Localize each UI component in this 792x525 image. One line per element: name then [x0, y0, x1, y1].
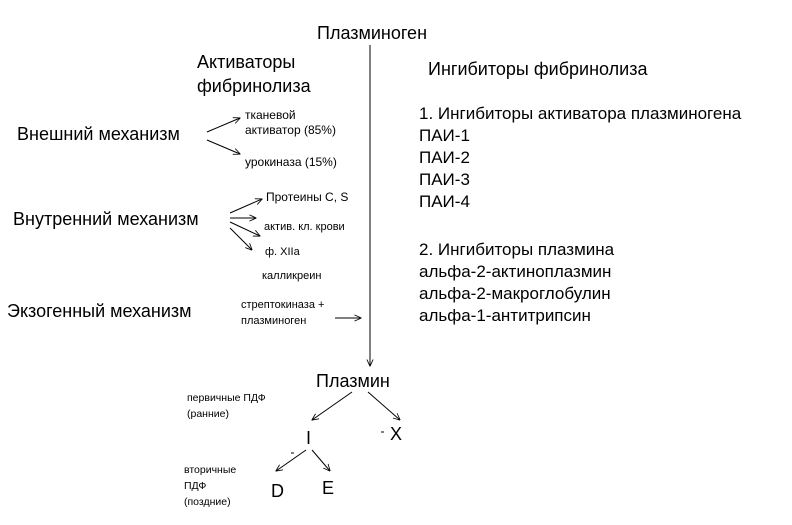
plasminogen-label: Плазминоген [317, 23, 428, 43]
inhibitors-heading: Ингибиторы фибринолиза [428, 59, 648, 79]
arrow-plasmin-to-x [367, 391, 400, 420]
node-i: I [306, 428, 312, 448]
inhibitors-group2-item: альфа-2-макроглобулин [419, 284, 611, 303]
inhibitors-group1-item: ПАИ-1 [419, 126, 470, 145]
external-item-activator: активатор (85%) [245, 123, 336, 137]
exogenous-item-streptokinase: стрептокиназа + [241, 299, 325, 311]
external-item-urokinase: урокиназа (15%) [245, 155, 337, 169]
arrow-internal-proteins [229, 199, 262, 214]
exogenous-mechanism-label: Экзогенный механизм [7, 301, 192, 321]
secondary-fdp-line2: ПДФ [184, 480, 207, 492]
secondary-fdp-line1: вторичные [184, 464, 237, 476]
internal-item-f12a: ф. XIIa [265, 246, 300, 258]
node-e: E [322, 478, 335, 498]
inhibitors-group1-item: ПАИ-4 [419, 192, 470, 211]
primary-fdp-line2: (ранние) [187, 408, 229, 420]
node-x: X [390, 424, 403, 444]
activators-heading-line1: Активаторы [197, 52, 296, 72]
inhibitors-group2-title: 2. Ингибиторы плазмина [419, 240, 615, 259]
internal-mechanism-label: Внутренний механизм [13, 209, 199, 229]
secondary-fdp-line3: (поздние) [184, 496, 231, 508]
node-d: D [271, 481, 284, 501]
arrow-external-tpa [206, 118, 240, 133]
primary-fdp-line1: первичные ПДФ [187, 392, 266, 404]
arrow-i-to-d [276, 449, 307, 471]
external-item-tissue: тканевой [245, 108, 296, 122]
internal-item-kallikrein: калликреин [262, 270, 322, 282]
exogenous-item-plasminogen: плазминоген [241, 315, 307, 327]
arrow-internal-kallikrein [229, 227, 252, 250]
arrow-plasmin-to-i [312, 391, 353, 420]
inhibitors-group2-item: альфа-2-актиноплазмин [419, 262, 612, 281]
inhibitors-group1-title: 1. Ингибиторы активатора плазминогена [419, 104, 742, 123]
inhibitors-group1-item: ПАИ-2 [419, 148, 470, 167]
plasmin-label: Плазмин [316, 371, 390, 391]
arrow-external-urokinase [206, 139, 240, 154]
inhibitors-group2-item: альфа-1-антитрипсин [419, 306, 591, 325]
internal-item-proteins: Протеины С, S [266, 190, 349, 204]
inhibitors-group1-item: ПАИ-3 [419, 170, 470, 189]
arrow-i-to-e [311, 449, 330, 471]
activators-heading-line2: фибринолиза [197, 76, 311, 96]
external-mechanism-label: Внешний механизм [17, 124, 180, 144]
arrow-internal-f12a [229, 221, 260, 236]
internal-item-blood-cells: актив. кл. крови [264, 221, 345, 233]
